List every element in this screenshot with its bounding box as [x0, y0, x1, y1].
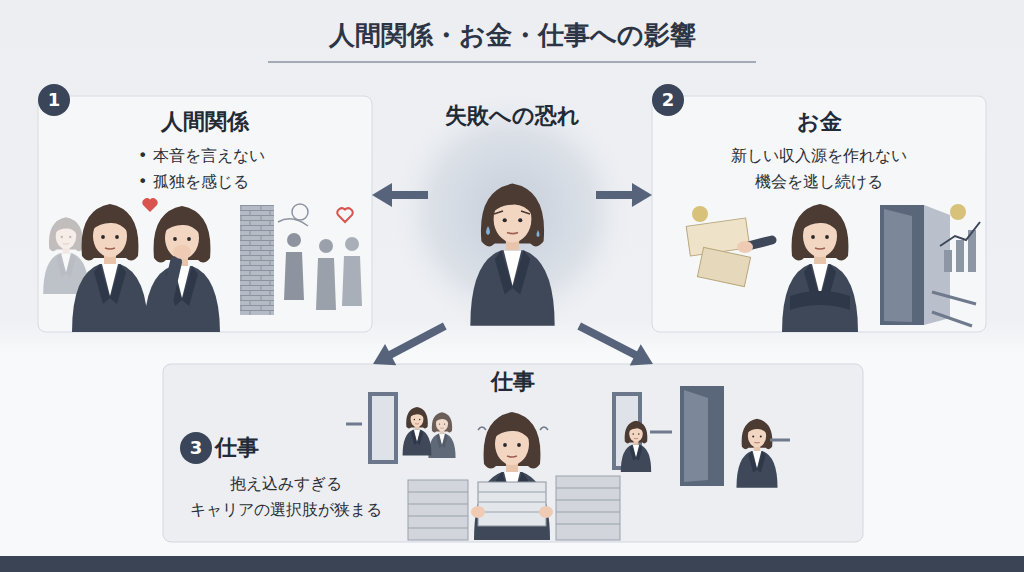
- panel-text: 機会を逃し続ける: [672, 172, 966, 192]
- panel: 人間関係 • 本音を言えない • 孤独を感じる: [38, 96, 372, 332]
- panel-heading: 人間関係: [38, 108, 372, 136]
- callout-number: 1: [38, 84, 70, 116]
- arrow-connector: [372, 183, 428, 207]
- panel-heading: 仕事: [215, 434, 315, 462]
- panel-heading: 失敗への恐れ: [428, 102, 596, 130]
- arrow-connector: [579, 326, 653, 366]
- arrow-connector: [596, 183, 652, 207]
- panel-text: キャリアの選択肢が狭まる: [171, 500, 401, 520]
- panel-text: 抱え込みすぎる: [171, 474, 401, 494]
- callout-number: 3: [180, 432, 212, 464]
- panel-heading: 仕事: [413, 368, 613, 396]
- panel-text: • 孤独を感じる: [138, 172, 358, 192]
- panel: 仕事仕事抱え込みすぎるキャリアの選択肢が狭まる: [163, 364, 863, 542]
- center-node: 失敗への恐れ: [428, 92, 596, 326]
- panel: お金新しい収入源を作れない機会を逃し続ける: [652, 96, 986, 332]
- panel-text: 新しい収入源を作れない: [672, 146, 966, 166]
- panel-text: • 本音を言えない: [138, 146, 358, 166]
- callout-number: 2: [652, 84, 684, 116]
- diagram-title: 人間関係・お金・仕事への影響: [0, 18, 1024, 53]
- panel-heading: お金: [652, 108, 986, 136]
- arrow-connector: [373, 326, 445, 365]
